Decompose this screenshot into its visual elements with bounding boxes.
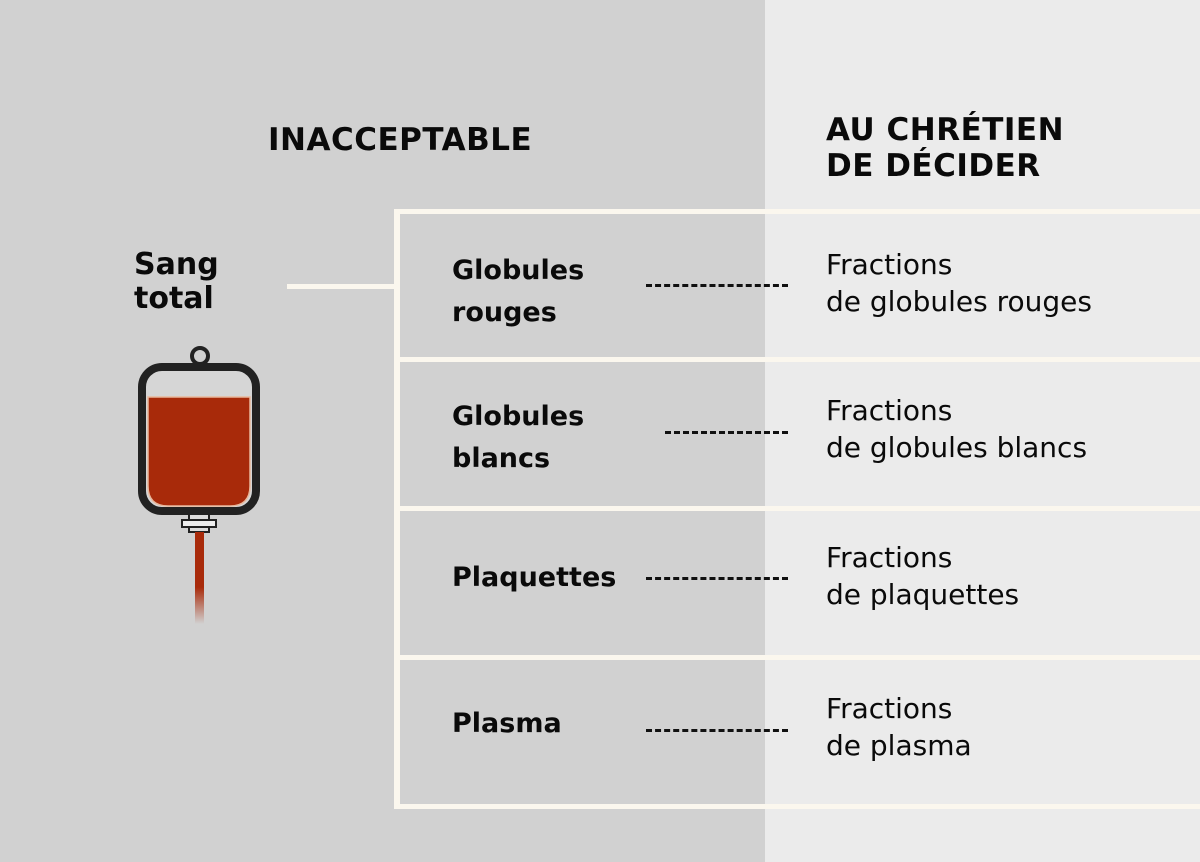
inacceptable-panel [0, 0, 765, 862]
dashed-connector [646, 284, 788, 287]
row-divider [394, 804, 1200, 809]
dashed-connector [646, 729, 788, 732]
row-divider [394, 506, 1200, 511]
fraction-label: Fractions de globules blancs [826, 394, 1088, 464]
fraction-label: Fractions de plaquettes [826, 541, 1020, 611]
connector-line [287, 284, 399, 289]
row-divider [394, 655, 1200, 660]
fraction-label: Fractions de plasma [826, 692, 972, 762]
row-white-cells: Globules blancs Fractions de globules bl… [400, 362, 1200, 506]
component-label: Globules blancs [452, 401, 585, 474]
dashed-connector [665, 431, 788, 434]
row-red-cells: Globules rouges Fractions de globules ro… [400, 214, 1200, 357]
fraction-label: Fractions de globules rouges [826, 248, 1092, 318]
heading-au-chretien-de-decider: AU CHRÉTIEN DE DÉCIDER [826, 112, 1065, 184]
heading-inacceptable: INACCEPTABLE [268, 122, 533, 158]
chretien-decide-panel [765, 0, 1200, 862]
whole-blood-label: Sang total [134, 247, 219, 316]
row-divider [394, 209, 1200, 214]
component-label: Plaquettes [452, 562, 617, 593]
blood-bag-icon [138, 346, 260, 624]
row-divider [394, 357, 1200, 362]
row-plasma: Plasma Fractions de plasma [400, 660, 1200, 804]
component-label: Globules rouges [452, 255, 585, 328]
row-platelets: Plaquettes Fractions de plaquettes [400, 511, 1200, 655]
dashed-connector [646, 577, 788, 580]
component-label: Plasma [452, 708, 562, 739]
